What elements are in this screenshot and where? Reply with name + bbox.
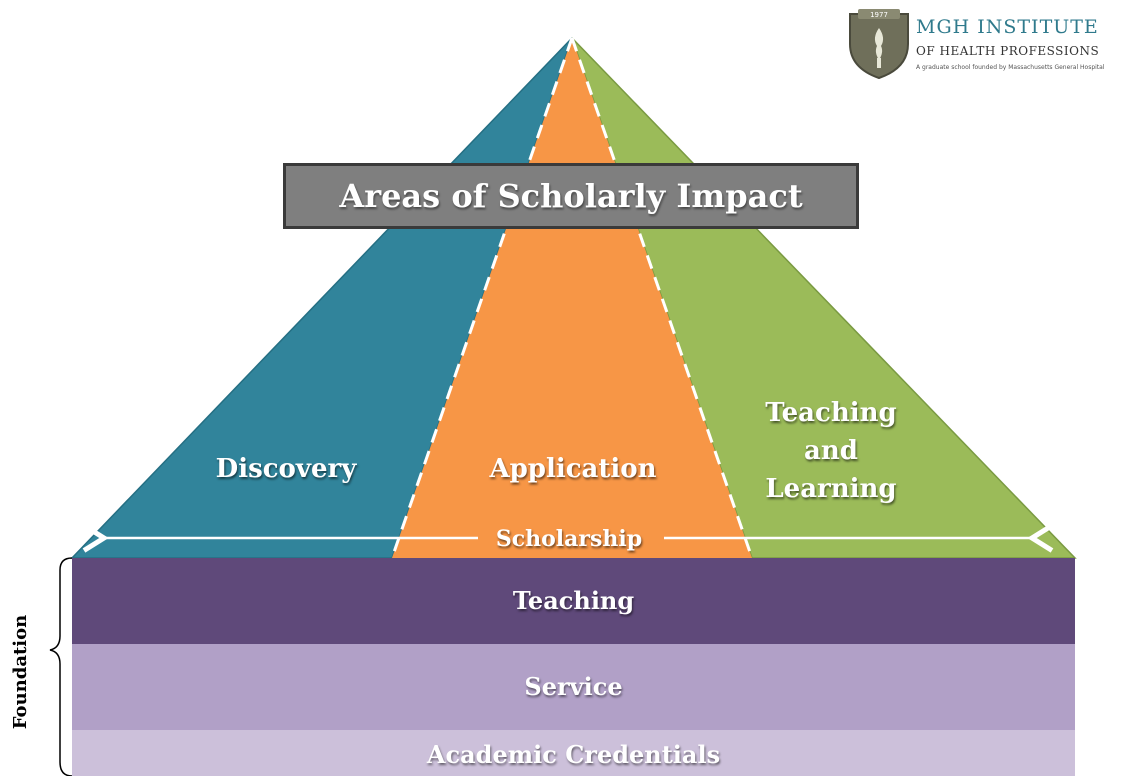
teaching-learning-label: Teaching and Learning — [736, 394, 926, 508]
logo-line-1: MGH INSTITUTE — [916, 16, 1099, 38]
logo-tagline: A graduate school founded by Massachuset… — [916, 64, 1105, 71]
diagram-title: Areas of Scholarly Impact — [283, 163, 859, 229]
foundation-brace — [49, 557, 73, 776]
service-band: Service — [72, 644, 1075, 730]
academic-credentials-band: Academic Credentials — [72, 730, 1075, 776]
teaching-band: Teaching — [72, 558, 1075, 644]
logo-line-2: OF HEALTH PROFESSIONS — [916, 44, 1100, 58]
application-label: Application — [489, 454, 657, 484]
seal-icon: 1977 — [849, 9, 909, 80]
scholarship-label: Scholarship — [495, 526, 643, 552]
seal-year: 1977 — [870, 11, 888, 19]
application-segment — [392, 38, 752, 558]
teaching-learning-line-1: Teaching — [765, 398, 897, 428]
foundation-label: Foundation — [10, 614, 31, 730]
teaching-learning-line-3: Learning — [765, 474, 897, 504]
mgh-institute-logo: 1977 MGH INSTITUTE OF HEALTH PROFESSIONS… — [844, 6, 1128, 82]
discovery-label: Discovery — [215, 454, 357, 484]
teaching-learning-line-2: and — [804, 436, 858, 466]
